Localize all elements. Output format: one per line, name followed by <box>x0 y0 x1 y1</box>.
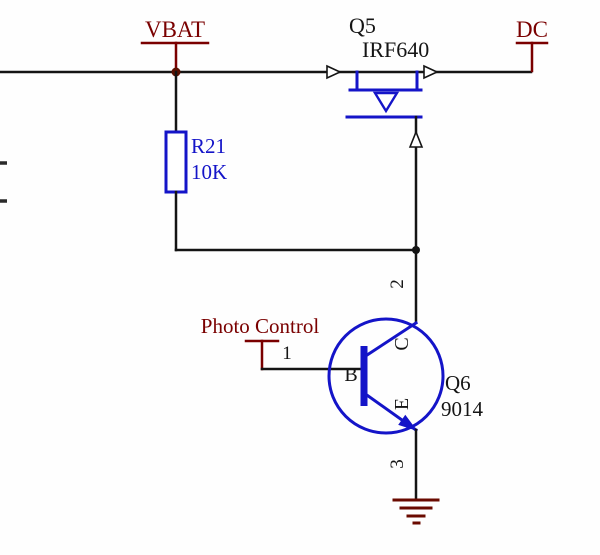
r21-value: 10K <box>191 160 227 184</box>
emitter-terminal-letter: E <box>391 398 413 410</box>
collector-terminal-letter: C <box>391 337 413 350</box>
transistor-q6: B C E Q6 9014 <box>327 317 484 435</box>
q5-designator: Q5 <box>349 13 376 38</box>
vbat-label: VBAT <box>145 17 205 42</box>
npn-emitter-arrow-icon <box>398 414 418 431</box>
base-terminal-letter: B <box>344 364 357 386</box>
pin-direction-arrow-right-icon <box>423 64 439 80</box>
photo-control-label: Photo Control <box>201 314 320 338</box>
npn-collector-lead <box>361 320 419 360</box>
pin-2-number: 2 <box>387 279 408 289</box>
photo-control-port: Photo Control <box>201 314 320 371</box>
dc-power-port: DC <box>515 17 549 73</box>
mosfet-symbol <box>345 70 423 119</box>
resistor-r21: R21 10K <box>164 70 227 252</box>
pin-direction-arrow-left-icon <box>326 64 342 80</box>
resistor-symbol <box>164 130 188 194</box>
r21-designator: R21 <box>191 134 226 158</box>
offscreen-component-stubs <box>0 161 7 203</box>
ground-symbol-icon <box>392 498 440 525</box>
pin-direction-arrow-up-icon <box>408 129 424 148</box>
mosfet-body-arrow-icon <box>372 91 400 114</box>
pin-1-number: 1 <box>282 343 292 364</box>
q6-designator: Q6 <box>445 371 471 395</box>
npn-transistor-circle <box>327 317 445 435</box>
pin-3-number: 3 <box>387 459 408 469</box>
vbat-power-port: VBAT <box>140 17 210 77</box>
dc-label: DC <box>516 17 548 42</box>
mosfet-q5: Q5 IRF640 <box>326 13 439 119</box>
q6-part-number: 9014 <box>441 397 484 421</box>
q5-part-number: IRF640 <box>362 37 429 62</box>
